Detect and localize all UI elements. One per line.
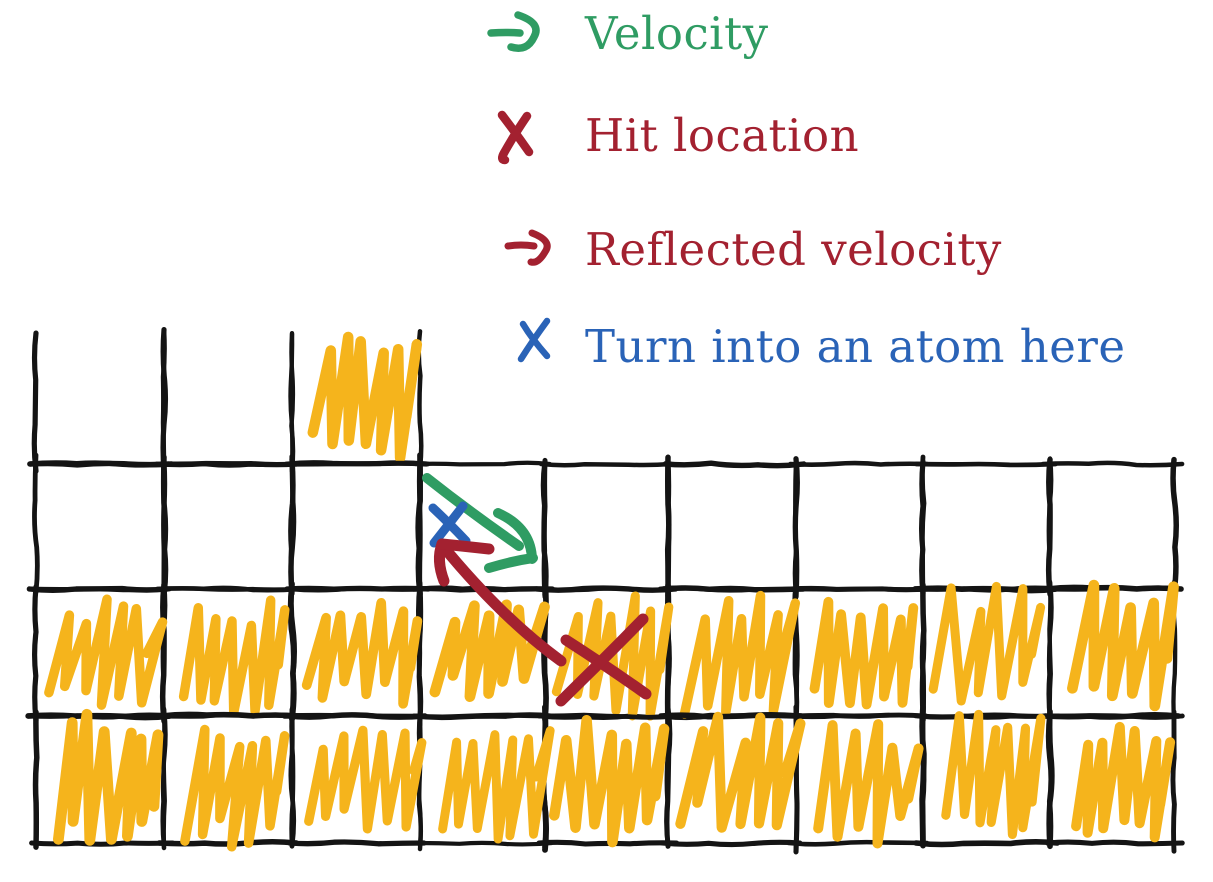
atom-x-icon: [517, 317, 551, 363]
legend-label: Turn into an atom here: [585, 320, 1126, 374]
legend-label: Reflected velocity: [585, 223, 1002, 277]
legend-item-turn-into-atom: Turn into an atom here: [474, 315, 1126, 379]
hit-x-icon: [497, 110, 534, 165]
velocity-arrow-icon: [487, 11, 540, 52]
legend-label: Velocity: [585, 7, 769, 61]
reflected-velocity-arrow-icon: [504, 229, 551, 266]
legend-item-velocity: Velocity: [474, 2, 769, 66]
legend-item-hit-location: Hit location: [474, 104, 859, 168]
legend: Velocity Hit location Reflected velocity: [0, 0, 1213, 420]
legend-item-reflected-velocity: Reflected velocity: [474, 218, 1002, 282]
legend-label: Hit location: [585, 109, 860, 163]
